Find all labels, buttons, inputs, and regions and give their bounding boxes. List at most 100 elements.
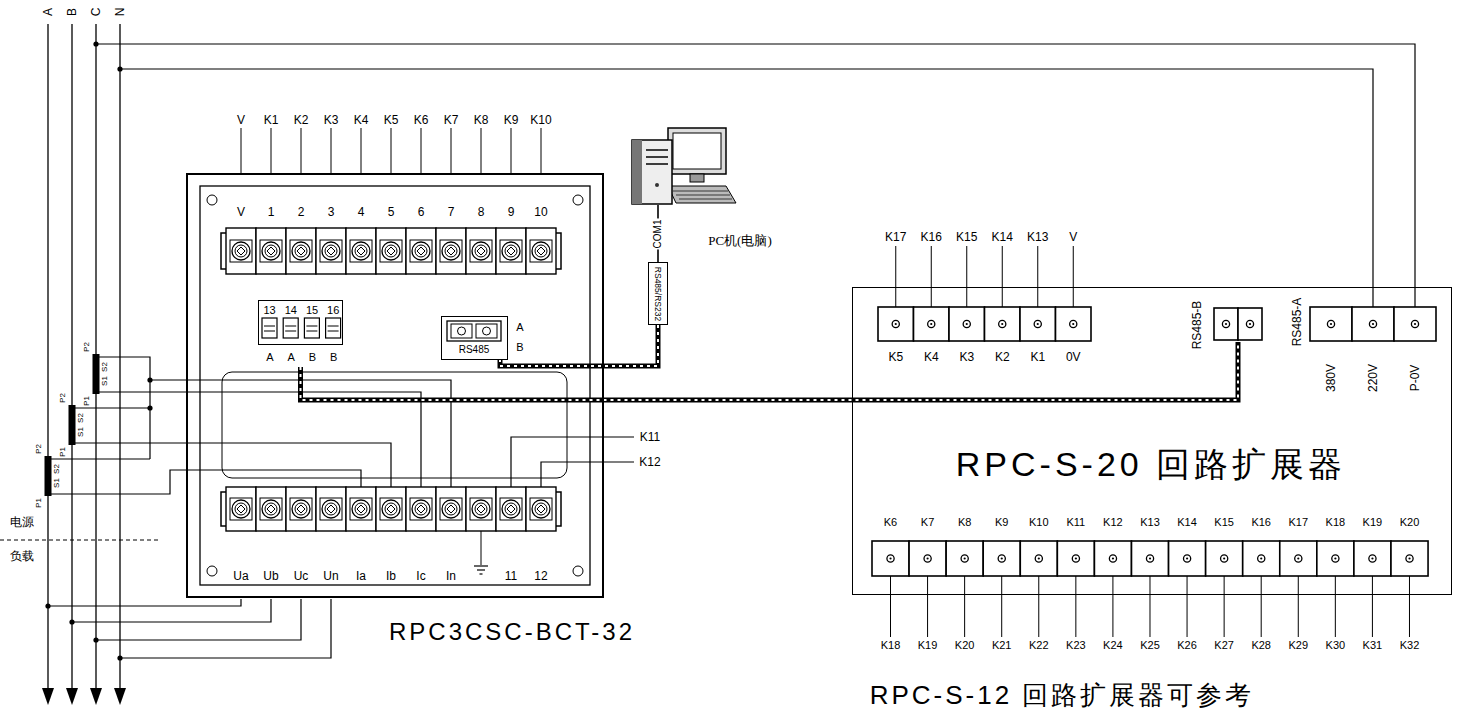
terminal-label: K15 <box>1214 517 1234 528</box>
wire <box>927 576 928 637</box>
drawing-part <box>387 505 395 513</box>
terminal-label: 6 <box>418 206 425 218</box>
drawing-part <box>442 242 460 260</box>
terminal-label: A <box>42 8 54 16</box>
wire <box>1073 246 1074 307</box>
drawing-part <box>668 186 736 203</box>
drawing-part <box>1070 320 1077 327</box>
drawing-part <box>376 228 406 274</box>
drawing-part <box>355 245 367 257</box>
terminal-strip <box>221 487 561 531</box>
wire <box>477 569 485 570</box>
terminal-label: K8 <box>958 517 971 528</box>
drawing-part <box>316 228 346 274</box>
terminal-label: K5 <box>384 114 399 126</box>
terminal-label: K26 <box>1177 640 1197 651</box>
drawing-part <box>232 242 250 260</box>
drawing-part <box>1369 320 1376 327</box>
drawing-part <box>283 318 298 338</box>
wire <box>75 443 391 487</box>
drawing-part <box>380 240 402 262</box>
terminal-label: K12 <box>1103 517 1123 528</box>
drawing-part <box>928 320 935 327</box>
wire <box>96 599 301 640</box>
drawing-part <box>532 500 550 518</box>
drawing-part <box>507 505 515 513</box>
drawing-part <box>346 487 376 531</box>
drawing-part <box>226 487 256 531</box>
wire <box>306 326 317 327</box>
drawing-part <box>286 228 316 274</box>
terminal-label: P1 <box>83 396 91 406</box>
terminal-label: P1 <box>35 498 43 508</box>
terminal-label: RS485-A <box>1291 298 1303 347</box>
drawing-part <box>655 183 659 187</box>
wire <box>51 470 361 494</box>
drawing-part <box>1035 555 1042 562</box>
terminal-label: K10 <box>1029 517 1049 528</box>
junction-dot <box>147 377 152 382</box>
arrow-head <box>114 688 126 705</box>
terminal-label: K4 <box>924 351 939 363</box>
drawing-part <box>406 487 436 531</box>
wire <box>1261 576 1262 637</box>
keyboard-keys <box>676 195 730 196</box>
drawing-part <box>417 505 425 513</box>
wire <box>1149 576 1150 637</box>
drawing-part <box>632 140 642 204</box>
wire <box>241 128 242 173</box>
drawing-part <box>382 242 400 260</box>
wire <box>1112 576 1113 637</box>
drawing-part <box>226 228 256 274</box>
drawing-part <box>1310 307 1352 341</box>
node-text: 14 <box>285 305 297 316</box>
node-text: 13 <box>263 305 275 316</box>
drawing-part <box>483 327 491 335</box>
drawing-part <box>325 503 337 515</box>
drawing-part <box>1238 308 1262 340</box>
wire <box>541 462 634 487</box>
terminal-label: S2 <box>53 464 61 474</box>
terminal-label: K19 <box>918 640 938 651</box>
terminal-label: K20 <box>1400 517 1420 528</box>
terminal-label: Ic <box>416 570 425 582</box>
terminal-label: K31 <box>1363 640 1383 651</box>
drawing-part <box>673 133 721 169</box>
drawing-part <box>1186 557 1188 559</box>
drawing-part <box>1246 320 1253 327</box>
drawing-part <box>1221 555 1228 562</box>
terminal-label: K7 <box>444 114 459 126</box>
drawing-part <box>1131 541 1168 576</box>
terminal-label: K21 <box>992 640 1012 651</box>
wire <box>451 128 452 173</box>
drawing-part <box>1391 541 1428 576</box>
wire <box>890 576 891 637</box>
terminal-label: P2 <box>83 342 91 352</box>
drawing-part <box>447 505 455 513</box>
terminal-label: S1 <box>101 376 109 386</box>
terminal-label: 5 <box>388 206 395 218</box>
drawing-part <box>320 240 342 262</box>
drawing-part <box>472 242 490 260</box>
drawing-part <box>260 240 282 262</box>
drawing-part <box>1297 557 1299 559</box>
drawing-part <box>440 498 462 520</box>
wire <box>421 128 422 173</box>
drawing-part <box>526 228 556 274</box>
node-text: PC机(电脑) <box>708 234 772 247</box>
drawing-part <box>632 140 672 204</box>
wire <box>511 437 634 487</box>
current-transformer <box>69 405 76 445</box>
terminal-label: 9 <box>508 206 515 218</box>
drawing-part <box>573 566 583 576</box>
drawing-part <box>470 240 492 262</box>
terminal-label: V <box>237 206 245 218</box>
drawing-part <box>322 242 340 260</box>
drawing-part <box>326 318 341 338</box>
drawing-part <box>930 323 932 325</box>
terminal-label: K29 <box>1288 640 1308 651</box>
drawing-part <box>1406 555 1413 562</box>
drawing-part <box>1072 323 1074 325</box>
drawing-part <box>1369 555 1376 562</box>
